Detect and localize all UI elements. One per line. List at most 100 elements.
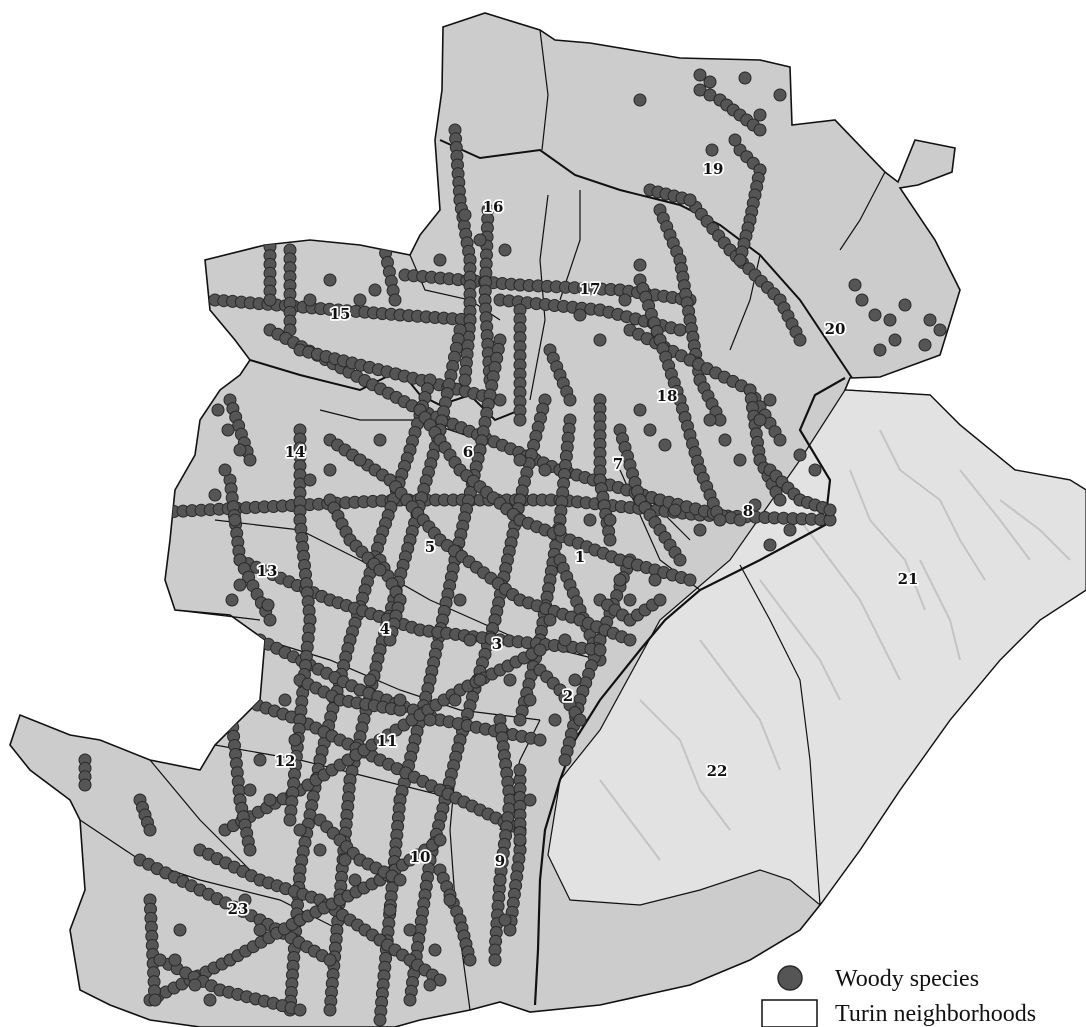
woody-species-marker — [713, 513, 727, 527]
woody-species-marker — [443, 893, 457, 907]
woody-species-marker — [793, 333, 807, 347]
woody-species-marker — [233, 578, 247, 592]
woody-species-marker — [283, 813, 297, 827]
woody-species-marker — [221, 423, 235, 437]
woody-species-marker — [753, 123, 767, 137]
woody-species-marker — [323, 463, 337, 477]
woody-species-marker — [293, 214, 307, 228]
woody-species-marker — [848, 278, 862, 292]
woody-species-marker — [253, 753, 267, 767]
woody-species-marker — [143, 823, 157, 837]
woody-species-marker — [558, 633, 572, 647]
legend-neighborhoods-label: Turin neighborhoods — [835, 1001, 1036, 1027]
woody-species-marker — [263, 293, 277, 307]
woody-species-marker — [633, 93, 647, 107]
woody-species-marker — [302, 214, 316, 228]
woody-species-marker — [453, 593, 467, 607]
woody-species-marker — [473, 673, 487, 687]
woody-species-marker — [523, 793, 537, 807]
woody-species-marker — [633, 403, 647, 417]
woody-species-marker — [543, 613, 557, 627]
woody-species-marker — [498, 243, 512, 257]
neighborhood-label: 20 — [825, 320, 846, 338]
neighborhood-label: 5 — [425, 538, 435, 556]
woody-species-marker — [373, 218, 387, 232]
woody-species-marker — [218, 463, 232, 477]
woody-species-marker — [393, 873, 407, 887]
woody-species-marker — [513, 413, 527, 427]
woody-species-marker — [753, 413, 767, 427]
neighborhood-label: 3 — [492, 635, 502, 653]
woody-species-marker — [513, 833, 527, 847]
woody-species-marker — [188, 978, 202, 992]
woody-species-marker — [225, 711, 239, 725]
woody-species-marker — [488, 953, 502, 967]
woody-species-marker — [263, 231, 277, 245]
woody-species-marker — [347, 215, 360, 228]
woody-species-marker — [773, 493, 787, 507]
woody-species-marker — [463, 633, 477, 647]
neighborhood-label: 18 — [657, 387, 678, 405]
woody-species-marker — [243, 783, 257, 797]
neighborhood-label: 17 — [580, 280, 601, 298]
woody-species-marker — [158, 505, 172, 519]
woody-species-marker — [329, 214, 343, 228]
woody-species-marker — [513, 453, 527, 467]
woody-species-marker — [623, 633, 637, 647]
woody-species-marker — [633, 258, 647, 272]
woody-species-marker — [683, 193, 697, 207]
woody-species-marker — [153, 953, 167, 967]
woody-species-marker — [168, 953, 182, 967]
woody-species-marker — [243, 453, 257, 467]
woody-species-marker — [493, 873, 507, 887]
woody-species-marker — [311, 214, 325, 228]
woody-species-marker — [773, 88, 787, 102]
neighborhood-label: 19 — [703, 160, 724, 178]
woody-species-marker — [338, 214, 352, 228]
woody-species-marker — [673, 553, 687, 567]
woody-species-marker — [783, 523, 797, 537]
woody-species-marker — [288, 733, 302, 747]
woody-species-marker — [548, 713, 562, 727]
woody-species-marker — [303, 293, 317, 307]
woody-species-marker — [513, 763, 527, 777]
woody-species-marker — [448, 693, 462, 707]
woody-species-marker — [403, 993, 417, 1007]
woody-species-marker — [276, 213, 290, 227]
woody-species-marker — [763, 393, 777, 407]
woody-species-marker — [338, 853, 352, 867]
woody-species-marker — [733, 453, 747, 467]
woody-species-marker — [573, 308, 587, 322]
woody-species-marker — [428, 943, 442, 957]
woody-species-marker — [217, 686, 230, 700]
woody-species-marker — [353, 453, 367, 467]
hill-relief — [599, 429, 1071, 861]
woody-species-marker — [323, 273, 337, 287]
woody-species-marker — [263, 213, 277, 227]
woody-species-marker — [898, 298, 912, 312]
neighborhood-label: 21 — [898, 570, 919, 588]
woody-species-marker — [553, 523, 567, 537]
woody-species-marker — [573, 713, 587, 727]
woody-species-marker — [293, 823, 307, 837]
woody-species-marker — [753, 108, 767, 122]
woody-species-marker — [648, 573, 662, 587]
woody-species-marker — [208, 683, 222, 697]
woody-species-marker — [433, 833, 447, 847]
woody-species-marker — [658, 438, 672, 452]
woody-species-marker — [303, 473, 317, 487]
woody-species-marker — [224, 702, 238, 716]
woody-species-marker — [458, 373, 472, 387]
woody-species-marker — [458, 208, 472, 222]
woody-species-marker — [263, 793, 277, 807]
woody-species-marker — [728, 133, 742, 147]
legend-woody-species-symbol — [777, 965, 803, 991]
woody-species-marker — [933, 323, 947, 337]
woody-species-marker — [323, 953, 337, 967]
woody-species-marker — [593, 643, 607, 657]
woody-species-layer — [78, 68, 947, 1027]
neighborhood-label: 10 — [410, 848, 431, 866]
woody-species-marker — [223, 693, 237, 707]
neighborhood-label: 13 — [257, 562, 278, 580]
woody-species-marker — [498, 913, 512, 927]
